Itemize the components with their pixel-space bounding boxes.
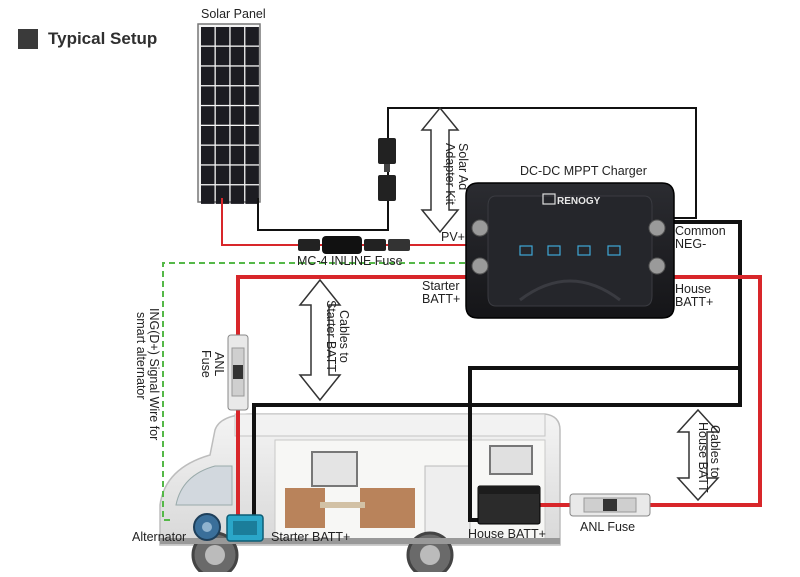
solar-cell [245, 66, 259, 86]
rv-illustration [159, 413, 561, 577]
starter-negative-wire [252, 360, 742, 515]
label-cables-house-line1: Cables to [708, 425, 722, 478]
rv-window [489, 445, 533, 475]
label-alternator: Alternator [132, 530, 187, 544]
label-solar-panel: Solar Panel [201, 7, 266, 21]
solar-cell [201, 27, 215, 46]
solar-cell [215, 27, 230, 46]
rv-table [320, 502, 365, 508]
solar-negative-wire [257, 107, 697, 231]
label-anl-fuse-left-line1: ANL [212, 352, 226, 377]
solar-cell [230, 145, 245, 165]
solar-positive-wire [221, 198, 470, 246]
house-battery [477, 485, 541, 525]
arrow-cables-starter [298, 278, 342, 402]
solar-cell [245, 165, 259, 185]
label-house-batt-bottom: House BATT+ [468, 527, 546, 541]
solar-cell [245, 145, 259, 165]
solar-cell [230, 46, 245, 66]
solar-panel [197, 23, 261, 204]
house-negative-wire [468, 220, 742, 522]
solar-cell [201, 86, 215, 105]
arrow-cables-house [676, 408, 720, 502]
label-pv-plus: PV+ [441, 230, 465, 244]
label-common-neg-line1: Common [675, 224, 726, 238]
alternator [193, 513, 221, 541]
solar-cell [201, 165, 215, 185]
ign-signal-wire [162, 262, 470, 521]
solar-cell [245, 46, 259, 66]
rv-overcab [234, 413, 546, 437]
label-solar-adapter-line2: Adapter Kit [443, 143, 457, 205]
solar-cell [245, 126, 259, 145]
terminal-house-batt [648, 257, 666, 275]
solar-cell [230, 126, 245, 145]
dc-dc-mppt-charger [465, 182, 675, 319]
label-house-batt-line1: House [675, 282, 712, 296]
terminal-common-neg [648, 219, 666, 237]
rv-seat-left [285, 488, 325, 528]
label-starter-batt-line1: Starter [422, 279, 460, 293]
terminal-pv-plus [471, 219, 489, 237]
solar-cell [245, 106, 259, 125]
title-square-icon [18, 29, 38, 49]
label-ing-signal-line2: smart alternator [134, 312, 148, 400]
terminal-starter-batt [471, 257, 489, 275]
rv-windshield [175, 465, 233, 506]
label-charger: DC-DC MPPT Charger [520, 164, 647, 178]
solar-cell [215, 126, 230, 145]
solar-cell [201, 185, 215, 204]
solar-cell [230, 27, 245, 46]
label-cables-starter-line1: Cables to [337, 310, 351, 363]
solar-cell [245, 185, 259, 204]
solar-cell [201, 106, 215, 125]
label-solar-adapter-line1: Solar Ad [456, 143, 470, 191]
starter-battery [226, 514, 264, 542]
solar-cell [230, 86, 245, 105]
label-starter-batt-bottom: Starter BATT+ [271, 530, 351, 544]
solar-cell [215, 106, 230, 125]
rv-seat-right [360, 488, 415, 528]
solar-cell [245, 86, 259, 105]
anl-fuse-left [227, 334, 249, 411]
anl-fuse-right [569, 493, 651, 517]
label-common-neg-line2: NEG- [675, 237, 707, 251]
label-starter-batt-line2: BATT+ [422, 292, 461, 306]
solar-cell [230, 66, 245, 86]
solar-cell [215, 185, 230, 204]
solar-cell [215, 145, 230, 165]
rv-door [424, 465, 471, 541]
solar-cell [201, 46, 215, 66]
house-positive-wire [650, 275, 762, 507]
label-cables-house-line2: House BATT [696, 422, 710, 493]
solar-cell [201, 126, 215, 145]
solar-cell [215, 66, 230, 86]
label-anl-fuse-left-line2: Fuse [199, 350, 213, 378]
label-mc4-fuse: MC-4 INLINE Fuse [297, 254, 403, 268]
rv-tv [311, 451, 358, 487]
label-house-batt-line2: BATT+ [675, 295, 714, 309]
solar-cell [215, 46, 230, 66]
label-cables-starter-line2: Starter BATT [324, 300, 338, 373]
solar-cell [201, 66, 215, 86]
solar-cell [215, 86, 230, 105]
solar-cell [245, 27, 259, 46]
solar-cell [230, 106, 245, 125]
solar-cell [201, 145, 215, 165]
solar-cell [230, 165, 245, 185]
section-title: Typical Setup [18, 28, 157, 50]
mc4-connectors [298, 138, 410, 254]
solar-cell [230, 185, 245, 204]
arrow-solar-adapter [420, 106, 460, 234]
solar-cell [215, 165, 230, 185]
label-ing-signal-line1: ING(D+) Signal Wire for [147, 308, 161, 441]
label-anl-fuse-right: ANL Fuse [580, 520, 636, 534]
page-title: Typical Setup [48, 29, 158, 48]
starter-positive-wire [236, 275, 470, 517]
label-brand: RENOGY [557, 196, 601, 207]
